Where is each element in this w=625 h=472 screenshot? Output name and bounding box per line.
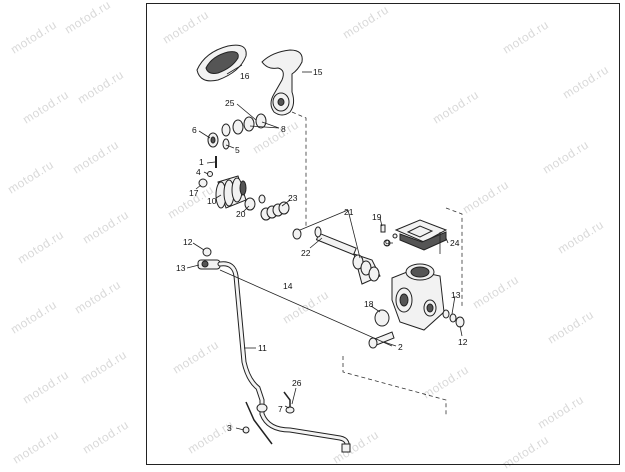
- part-3-26-7-bracket: [242, 391, 295, 445]
- part-1-4-17-pins: [198, 156, 217, 188]
- callout-25: 25: [225, 98, 235, 108]
- callout-19: 19: [372, 212, 382, 222]
- callout-23: 23: [288, 193, 298, 203]
- callout-12-left: 12: [183, 237, 193, 247]
- part-21-22-piston: [292, 226, 381, 285]
- callout-1: 1: [199, 157, 204, 167]
- callout-10: 10: [207, 196, 217, 206]
- part-12-13-banjo-left: [197, 247, 221, 270]
- assembly-guides: [291, 111, 463, 416]
- part-15-brake-lever: [261, 49, 303, 116]
- callout-6: 6: [192, 125, 197, 135]
- callout-18: 18: [364, 299, 374, 309]
- callout-14: 14: [283, 281, 293, 291]
- callout-17: 17: [189, 188, 199, 198]
- callout-2: 2: [398, 342, 403, 352]
- callout-16: 16: [240, 71, 250, 81]
- callout-labels: 16 15 25 8 6 5 1 4 17 10 20 23 21 22 19 …: [176, 67, 468, 433]
- callout-26: 26: [292, 378, 302, 388]
- master-cylinder-body: [391, 263, 445, 331]
- callout-24: 24: [450, 238, 460, 248]
- callout-12-right: 12: [458, 337, 468, 347]
- callout-13-left: 13: [176, 263, 186, 273]
- diagram-frame: [146, 3, 620, 465]
- callout-9: 9: [385, 238, 390, 248]
- part-20-clip: [244, 194, 266, 211]
- part-23-spring: [260, 201, 290, 221]
- callout-15: 15: [313, 67, 323, 77]
- part-16-pedal-pad: [196, 44, 247, 82]
- part-11-brake-line: [217, 261, 351, 453]
- callout-22: 22: [301, 248, 311, 258]
- callout-20: 20: [236, 209, 246, 219]
- part-10-boot: [215, 175, 247, 209]
- callout-11: 11: [258, 343, 267, 353]
- callout-4: 4: [196, 167, 201, 177]
- part-12-13-fitting-right: [442, 309, 465, 328]
- callout-5: 5: [235, 145, 240, 155]
- callout-21: 21: [344, 207, 354, 217]
- callout-3: 3: [227, 423, 232, 433]
- part-8-25-seals: [221, 113, 267, 137]
- part-24-reservoir-cover: [392, 219, 448, 251]
- part-6-5-nut: [207, 132, 230, 150]
- callout-13-right: 13: [451, 290, 461, 300]
- part-18-seal: [374, 309, 390, 327]
- callout-7: 7: [278, 404, 283, 414]
- callout-8: 8: [281, 124, 286, 134]
- part-14-reference-line: [219, 269, 393, 347]
- leader-lines: [186, 64, 463, 431]
